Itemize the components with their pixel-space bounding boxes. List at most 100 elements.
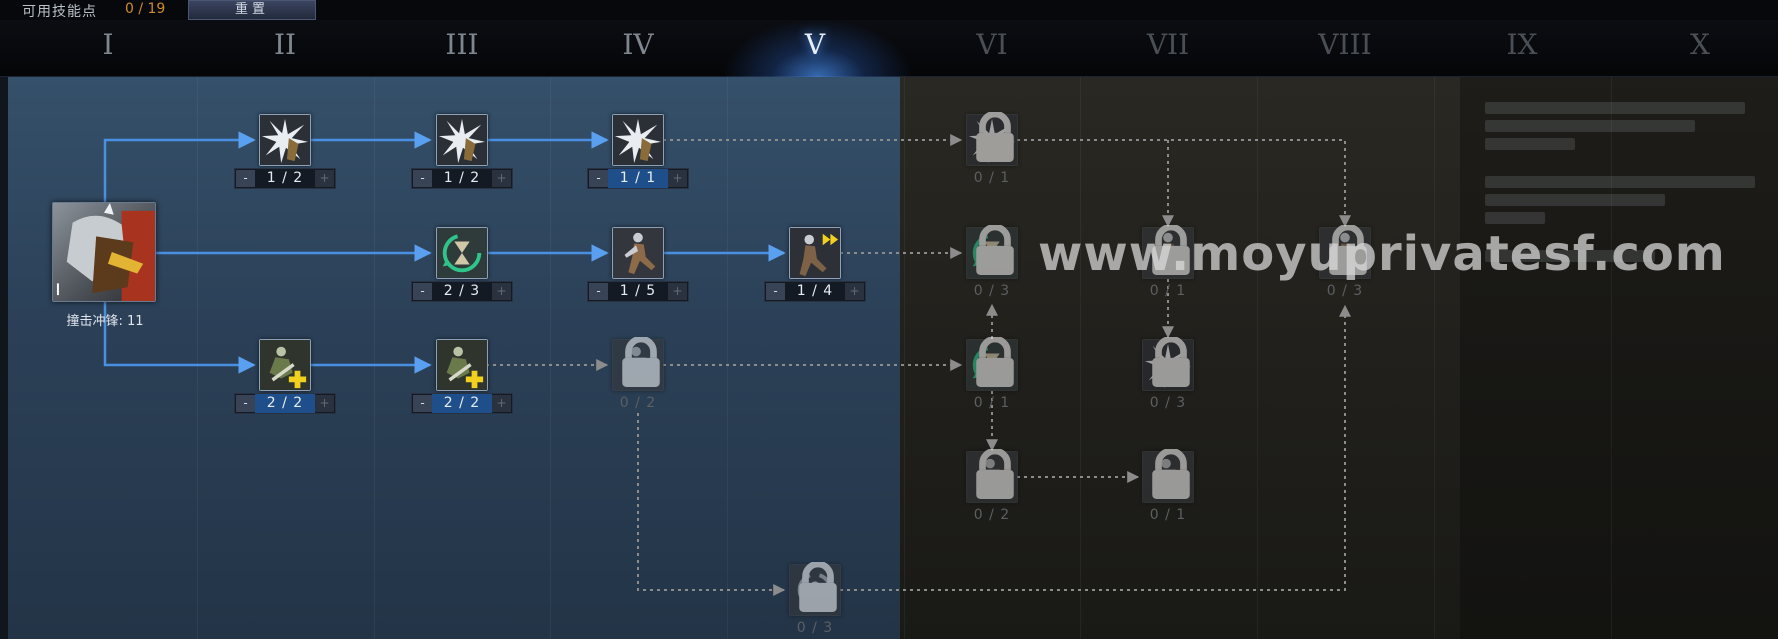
tier-label-ix: IX	[1506, 28, 1538, 61]
increase-level-button[interactable]: +	[492, 283, 511, 300]
skill-node-t4-r3[interactable]	[612, 337, 664, 391]
decrease-level-button[interactable]: -	[413, 395, 432, 412]
skill-level-value: 0 / 3	[1149, 395, 1187, 411]
tier-label-vi: VI	[976, 28, 1008, 61]
tier-divider	[197, 77, 198, 639]
lock-icon	[1329, 225, 1367, 275]
dash-arrows-icon	[790, 228, 840, 278]
burst-blade-icon	[613, 115, 663, 165]
root-skill-node[interactable]	[52, 202, 156, 302]
burst-blade-icon	[437, 115, 487, 165]
lock-icon	[622, 337, 660, 387]
lock-icon	[1152, 449, 1190, 499]
tier-label-viii: VIII	[1318, 28, 1372, 61]
lock-icon	[976, 112, 1014, 162]
reset-button[interactable]: 重置	[188, 0, 316, 20]
skill-level-counter: -1 / 5 +	[587, 281, 689, 302]
skill-level-value: 2 / 2	[432, 394, 492, 413]
skill-level-value: 2 / 3	[443, 283, 481, 299]
skill-node-t6-r2[interactable]	[966, 225, 1018, 279]
skill-level-counter: -1 / 2+	[411, 168, 513, 189]
skill-node-t2-r3[interactable]	[259, 339, 311, 391]
locked-tier-area	[900, 77, 1778, 639]
decrease-level-button[interactable]: -	[589, 170, 608, 187]
decrease-level-button[interactable]: -	[766, 283, 785, 300]
cooldown-hourglass-icon	[437, 228, 487, 278]
description-text-line	[1485, 194, 1665, 206]
decrease-level-button[interactable]: -	[589, 283, 608, 300]
top-bar	[0, 0, 1778, 20]
decrease-level-button[interactable]: -	[413, 283, 432, 300]
tier-divider	[374, 77, 375, 639]
skill-node-t8-r2[interactable]	[1319, 225, 1371, 279]
skill-level-counter: -1 / 4 +	[764, 281, 866, 302]
skill-node-t7-r2[interactable]	[1142, 225, 1194, 279]
tier-divider	[1080, 77, 1081, 639]
skill-description-area	[1460, 77, 1778, 639]
skill-node-t2-r1[interactable]	[259, 114, 311, 166]
tier-label-vii: VII	[1146, 28, 1190, 61]
skill-node-t5-r2[interactable]	[789, 227, 841, 279]
increase-level-button[interactable]: +	[315, 395, 334, 412]
skill-node-t4-r1[interactable]	[612, 114, 664, 166]
link-locked	[840, 304, 1351, 591]
running-warrior-icon	[613, 228, 663, 278]
skill-node-t3-r3[interactable]	[436, 339, 488, 391]
increase-level-button[interactable]: +	[492, 170, 511, 187]
description-text-line	[1485, 138, 1575, 150]
increase-level-button[interactable]: +	[668, 283, 687, 300]
link-locked	[637, 413, 786, 596]
skill-level-counter: -2 / 2+	[234, 393, 336, 414]
skill-node-t4-r2[interactable]	[612, 227, 664, 279]
tier-divider	[727, 77, 728, 639]
increase-level-button[interactable]: +	[845, 283, 864, 300]
heal-plus-icon	[437, 340, 487, 390]
link-root-to-row3	[103, 302, 256, 374]
skill-node-t3-r1[interactable]	[436, 114, 488, 166]
lock-icon	[799, 562, 837, 612]
skill-level-counter: -2 / 2+	[411, 393, 513, 414]
skill-level-value: 0 / 1	[973, 170, 1011, 186]
skill-level-value: 1 / 5	[619, 283, 657, 299]
decrease-level-button[interactable]: -	[413, 170, 432, 187]
tier-divider	[550, 77, 551, 639]
decrease-level-button[interactable]: -	[236, 170, 255, 187]
tier-label-ii: II	[273, 28, 297, 61]
skill-level-value: 2 / 2	[255, 394, 315, 413]
tier-label-x: X	[1690, 28, 1710, 61]
skill-level-value: 0 / 1	[1149, 283, 1187, 299]
skill-level-value: 1 / 4	[796, 283, 834, 299]
skill-node-t6-r1[interactable]	[966, 112, 1018, 166]
tier-divider	[904, 77, 905, 639]
increase-level-button[interactable]: +	[492, 395, 511, 412]
skill-node-t3-r2[interactable]	[436, 227, 488, 279]
skill-level-value: 0 / 2	[973, 507, 1011, 523]
skill-level-value: 0 / 1	[1149, 507, 1187, 523]
skill-level-value: 0 / 3	[1326, 283, 1364, 299]
description-text-line	[1485, 250, 1655, 262]
lock-icon	[976, 337, 1014, 387]
skill-level-counter: -1 / 2+	[234, 168, 336, 189]
skill-node-t7-r3[interactable]	[1142, 337, 1194, 391]
skill-node-t6-r4[interactable]	[966, 449, 1018, 503]
lock-icon	[1152, 225, 1190, 275]
current-tier-glow	[725, 20, 911, 77]
watermark-text: www.moyuprivatesf.com	[1038, 226, 1726, 282]
skill-level-value: 0 / 3	[973, 283, 1011, 299]
decrease-level-button[interactable]: -	[236, 395, 255, 412]
skill-level-value: 0 / 2	[619, 395, 657, 411]
skill-node-t5-r5[interactable]	[789, 562, 841, 616]
increase-level-button[interactable]: +	[315, 170, 334, 187]
skill-level-counter: -2 / 3 +	[411, 281, 513, 302]
tier-divider	[1257, 77, 1258, 639]
description-text-line	[1485, 102, 1745, 114]
increase-level-button[interactable]: +	[668, 170, 687, 187]
tier-divider	[1434, 77, 1435, 639]
skill-node-t7-r4[interactable]	[1142, 449, 1194, 503]
root-skill-label: 撞击冲锋: 11	[66, 314, 144, 329]
skill-level-value: 1 / 1	[608, 169, 668, 188]
tier-label-iii: III	[445, 28, 479, 61]
burst-blade-icon	[260, 115, 310, 165]
skill-node-t6-r3[interactable]	[966, 337, 1018, 391]
